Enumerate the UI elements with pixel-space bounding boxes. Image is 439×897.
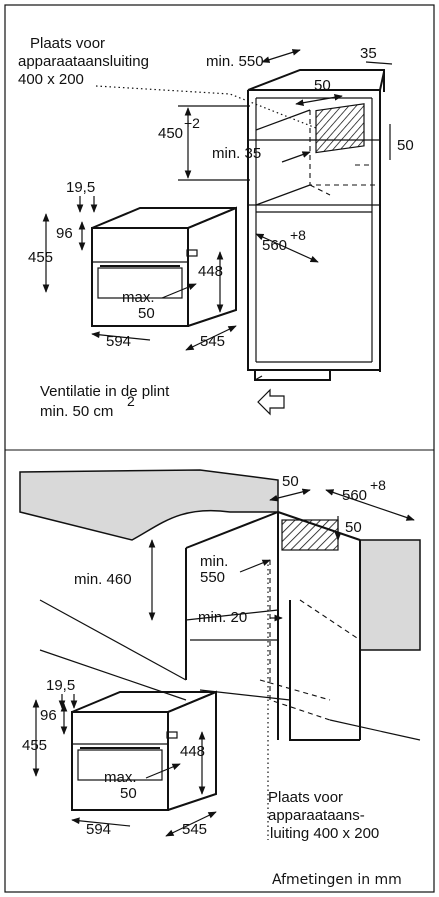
b-dim-455: 455 xyxy=(22,737,47,754)
svg-text:+2: +2 xyxy=(184,115,200,131)
outer-border xyxy=(4,4,435,893)
b-dim-594: 594 xyxy=(86,821,111,838)
b-dim-50-right: 50 xyxy=(345,519,362,536)
dim-450: 450 +2 xyxy=(158,115,200,142)
dim-max: max. xyxy=(122,289,155,306)
bottom-socket-hatch-area xyxy=(281,519,339,551)
b-dim-96: 96 xyxy=(40,707,57,724)
dim-line-35 xyxy=(365,61,393,65)
b-dim-max-50: 50 xyxy=(120,785,137,802)
dim-19-5: 19,5 xyxy=(66,179,95,196)
socket-note-leader xyxy=(95,85,317,129)
b-dim-19-5: 19,5 xyxy=(46,677,75,694)
svg-text:+8: +8 xyxy=(370,477,386,493)
socket-note-line-1: Plaats voor xyxy=(30,35,105,52)
b-socket-note-line-2: apparaataans- xyxy=(268,807,365,824)
bottom-worktop xyxy=(19,469,421,651)
socket-note-line-2: apparaataansluiting xyxy=(18,53,149,70)
dim-35: 35 xyxy=(360,45,377,62)
dim-line-min-550 xyxy=(261,49,301,63)
b-dim-50-top: 50 xyxy=(282,473,299,490)
svg-text:+8: +8 xyxy=(290,227,306,243)
dim-455: 455 xyxy=(28,249,53,266)
dim-min-550: min. 550 xyxy=(206,53,264,70)
bottom-cabinet xyxy=(39,511,421,741)
units-note: Afmetingen in mm xyxy=(272,872,402,888)
vent-note-line-1: Ventilatie in de plint xyxy=(40,383,170,400)
vent-note-line-2: min. 50 cm 2 xyxy=(40,393,135,420)
dim-96: 96 xyxy=(56,225,73,242)
b-dim-min-20: min. 20 xyxy=(198,609,247,626)
b-dim-545: 545 xyxy=(182,821,207,838)
dim-50-right: 50 xyxy=(397,137,414,154)
b-dim-min-550-line-1: min. xyxy=(200,553,228,570)
svg-text:560: 560 xyxy=(262,237,287,254)
svg-text:450: 450 xyxy=(158,125,183,142)
top-tall-cabinet xyxy=(247,69,385,381)
socket-hatch-area xyxy=(315,103,365,154)
b-dim-min-460: min. 460 xyxy=(74,571,132,588)
bottom-oven xyxy=(71,690,217,811)
dim-line-560 xyxy=(255,233,319,263)
svg-text:2: 2 xyxy=(127,393,135,409)
vent-arrow-icon xyxy=(257,388,285,416)
b-socket-note-line-3: luiting 400 x 200 xyxy=(270,825,379,842)
b-dim-560: 560 +8 xyxy=(342,477,386,504)
dim-448: 448 xyxy=(198,263,223,280)
top-oven xyxy=(91,206,237,327)
b-socket-note-line-1: Plaats voor xyxy=(268,789,343,806)
dim-min-35: min. 35 xyxy=(212,145,261,162)
dim-max-50: 50 xyxy=(138,305,155,322)
dim-50-top: 50 xyxy=(314,77,331,94)
dim-560: 560 +8 xyxy=(262,227,306,254)
socket-note-line-3: 400 x 200 xyxy=(18,71,84,88)
dim-line-50-top xyxy=(295,93,343,107)
svg-text:560: 560 xyxy=(342,487,367,504)
b-dim-448: 448 xyxy=(180,743,205,760)
b-dim-min-550-line-2: 550 xyxy=(200,569,225,586)
svg-text:min. 50 cm: min. 50 cm xyxy=(40,403,113,420)
b-dim-max: max. xyxy=(104,769,137,786)
